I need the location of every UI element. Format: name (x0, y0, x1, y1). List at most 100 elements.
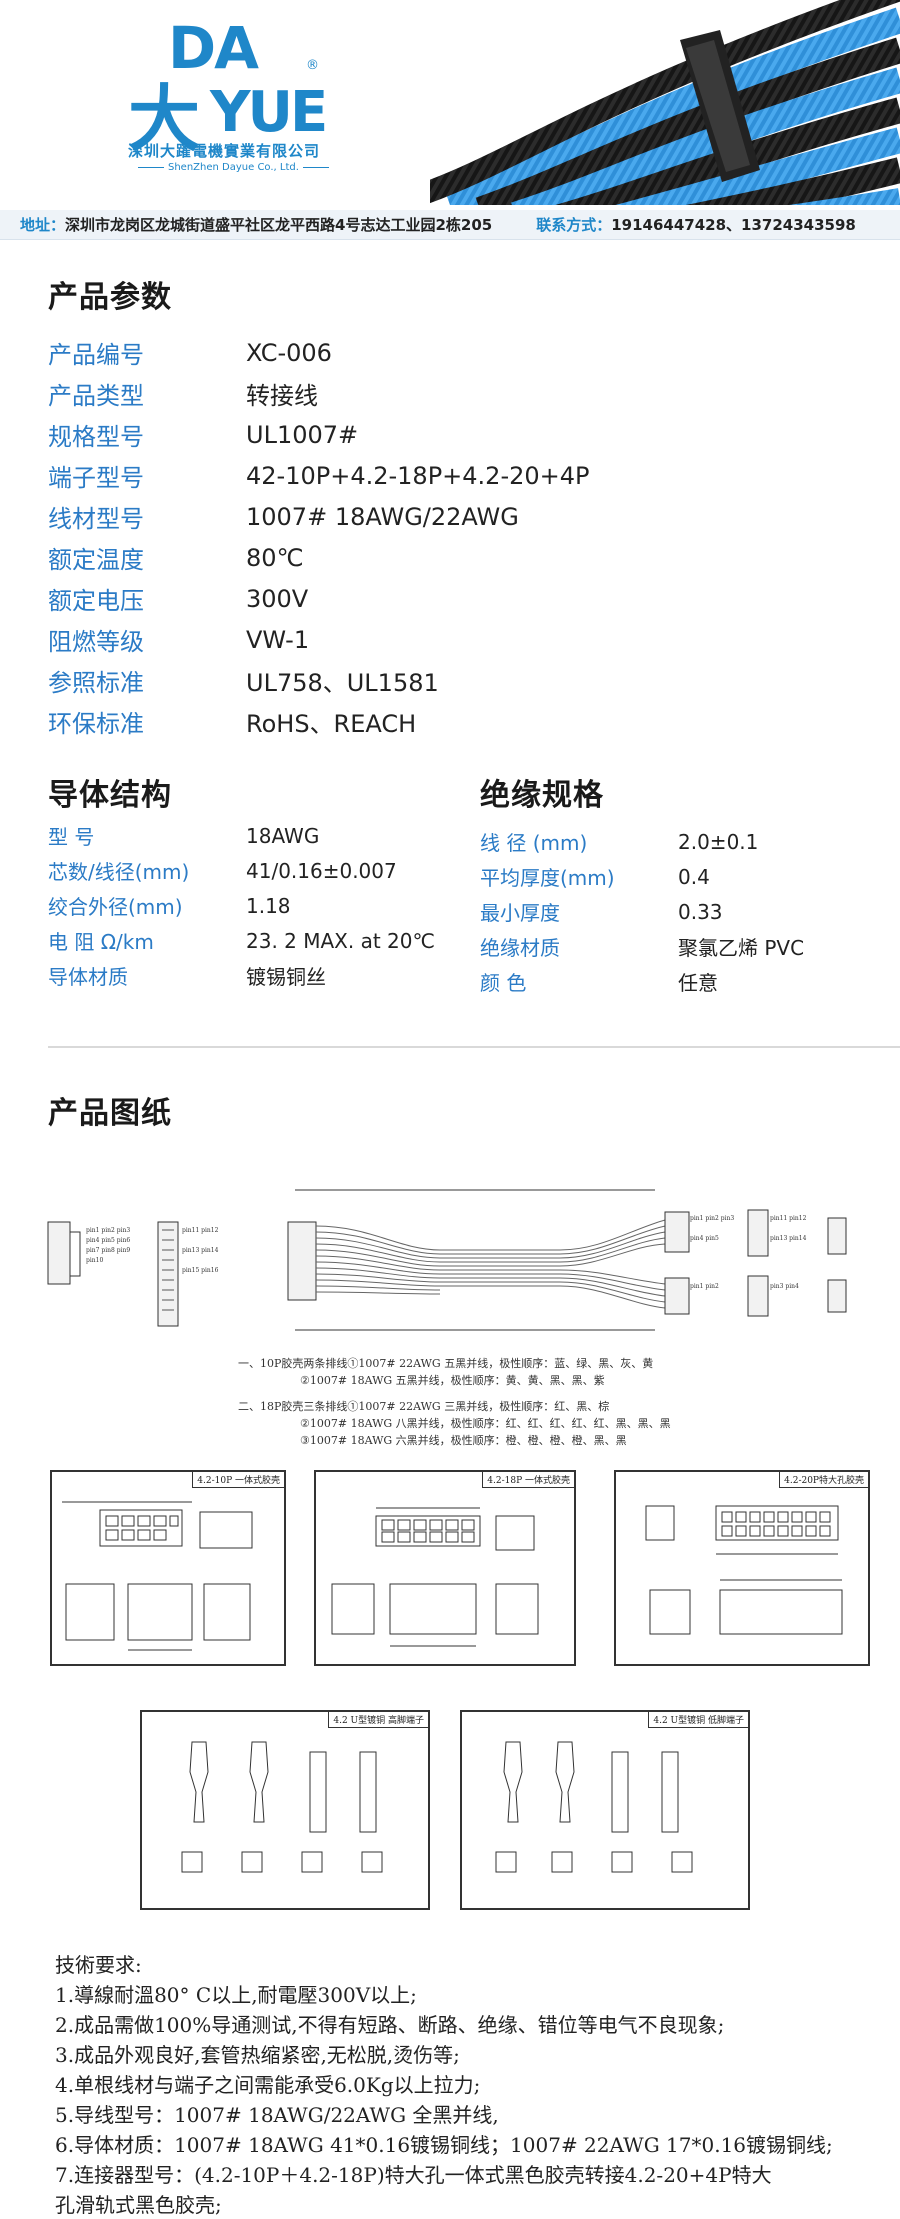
contact-label: 联系方式： (536, 216, 612, 234)
tech-item: 1.導線耐溫80° C以上,耐電壓300V以上; (55, 1983, 417, 2007)
insulation-value: 聚氯乙烯 PVC (678, 936, 805, 960)
tech-item: 孔滑轨式黑色胶壳; (55, 2193, 222, 2217)
conductor-key: 型 号 (48, 825, 95, 849)
param-row: 额定温度 80℃ (48, 537, 748, 578)
insulation-title: 绝缘规格 (480, 778, 604, 813)
param-value: UL758、UL1581 (246, 669, 439, 697)
param-value: 转接线 (246, 382, 318, 410)
panel-tag: 4.2 U型镀铜 高脚端子 (328, 1712, 428, 1728)
drawing-title: 产品图纸 (48, 1096, 172, 1131)
cable-photo (430, 0, 900, 205)
param-value: RoHS、REACH (246, 710, 417, 738)
tech-title: 技術要求: (55, 1953, 142, 1977)
tech-requirements: 技術要求: 1.導線耐溫80° C以上,耐電壓300V以上; 2.成品需做100… (55, 1950, 885, 2219)
terminal-high-drawing (181, 1741, 383, 1873)
param-value: 80℃ (246, 543, 304, 572)
conductor-value: 18AWG (246, 823, 320, 848)
address-bar: 地址： 深圳市龙岗区龙城街道盛平社区龙平西路4号志达工业园2栋205 联系方式：… (0, 210, 900, 240)
insulation-value: 0.4 (678, 864, 710, 889)
insulation-row: 最小厚度 0.33 (480, 894, 804, 929)
insulation-table: 线 径 (mm) 2.0±0.1 平均厚度(mm) 0.4 最小厚度 0.33 绝缘材… (480, 824, 804, 999)
drawing-note-1b: ②1007# 18AWG 五黑并线，极性顺序：黄、黄、黑、黑、紫 (300, 1374, 605, 1387)
housing-18p-drawing (331, 1507, 539, 1647)
address-label: 地址： (20, 216, 66, 234)
company-name-cn: 深圳大躍電機實業有限公司 (128, 142, 321, 160)
drawing-note-2c: ③1007# 18AWG 六黑并线，极性顺序：橙、橙、橙、橙、黑、黑 (300, 1434, 627, 1447)
brand-logo: DA ® 大 YUE 深圳大躍電機實業有限公司 ShenZhen Dayue C… (128, 14, 348, 173)
address-value: 深圳市龙岗区龙城街道盛平社区龙平西路4号志达工业园2栋205 (65, 216, 493, 234)
param-key: 阻燃等级 (48, 628, 144, 656)
logo-yue: YUE (210, 80, 328, 145)
conductor-key: 绞合外径(mm) (48, 895, 183, 919)
drawing-panel-10p: 4.2-10P 一体式胶壳 (50, 1470, 286, 1666)
insulation-value: 0.33 (678, 899, 723, 924)
param-key: 额定温度 (48, 546, 144, 574)
param-row: 产品类型转接线 (48, 373, 748, 414)
param-key: 规格型号 (48, 423, 144, 451)
insulation-key: 颜 色 (480, 971, 527, 995)
housing-20p-drawing (645, 1505, 843, 1635)
conductor-value: 镀锡铜丝 (246, 965, 326, 989)
conductor-value: 23. 2 MAX. at 20℃ (246, 928, 435, 953)
insulation-row: 线 径 (mm) 2.0±0.1 (480, 824, 804, 859)
param-value: XC-006 (246, 338, 332, 367)
conductor-row: 型 号 18AWG (48, 818, 435, 853)
housing-10p-drawing (62, 1501, 253, 1651)
tech-item: 3.成品外观良好,套管热缩紧密,无松脱,烫伤等; (55, 2043, 460, 2067)
insulation-key: 绝缘材质 (480, 936, 560, 960)
svg-text:pin11 pin12: pin11 pin12 (770, 1215, 807, 1222)
contact-value: 19146447428、13724343598 (611, 216, 856, 234)
conductor-title: 导体结构 (48, 778, 172, 813)
param-value: 300V (246, 584, 309, 613)
svg-text:pin4 pin5 pin6: pin4 pin5 pin6 (86, 1237, 130, 1244)
drawing-note-2: 二、18P胶壳三条排线①1007# 22AWG 三黑并线，极性顺序：红、黑、棕 (238, 1400, 610, 1413)
conductor-row: 绞合外径(mm) 1.18 (48, 888, 435, 923)
drawing-note-2b: ②1007# 18AWG 八黑并线，极性顺序：红、红、红、红、红、黑、黑、黑 (300, 1417, 671, 1430)
conductor-key: 芯数/线径(mm) (48, 860, 190, 884)
insulation-row: 颜 色 任意 (480, 964, 804, 999)
conductor-key: 导体材质 (48, 965, 128, 989)
svg-text:pin4 pin5: pin4 pin5 (690, 1235, 719, 1242)
panel-tag: 4.2 U型镀铜 低脚端子 (648, 1712, 748, 1728)
svg-text:pin10: pin10 (86, 1257, 103, 1264)
conductor-value: 41/0.16±0.007 (246, 858, 397, 883)
conductor-key: 电 阻 Ω/km (48, 930, 154, 954)
param-value: 42-10P+4.2-18P+4.2-20+4P (246, 461, 590, 490)
param-row: 阻燃等级 VW-1 (48, 619, 748, 660)
conductor-table: 型 号 18AWG 芯数/线径(mm) 41/0.16±0.007 绞合外径(mm)… (48, 818, 435, 993)
params-title: 产品参数 (48, 280, 172, 315)
panel-tag: 4.2-10P 一体式胶壳 (192, 1472, 284, 1488)
insulation-key: 平均厚度(mm) (480, 866, 615, 890)
insulation-key: 最小厚度 (480, 901, 560, 925)
company-name-en: ShenZhen Dayue Co., Ltd. (134, 162, 333, 173)
param-value: 1007# 18AWG/22AWG (246, 502, 519, 531)
insulation-value: 任意 (678, 971, 718, 995)
svg-text:pin11 pin12: pin11 pin12 (182, 1227, 219, 1234)
tech-item: 6.导体材质：1007# 18AWG 41*0.16镀锡铜线；1007# 22A… (55, 2133, 833, 2157)
tech-item: 7.连接器型号：(4.2-10P＋4.2-18P)特大孔一体式黑色胶壳转接4.2… (55, 2163, 772, 2187)
insulation-value: 2.0±0.1 (678, 829, 759, 854)
conductor-value: 1.18 (246, 893, 291, 918)
insulation-key: 线 径 (mm) (480, 831, 588, 855)
svg-text:pin7 pin8 pin9: pin7 pin8 pin9 (86, 1247, 130, 1254)
insulation-row: 绝缘材质 聚氯乙烯 PVC (480, 929, 804, 964)
conductor-row: 导体材质 镀锡铜丝 (48, 958, 435, 993)
svg-text:pin1 pin2 pin3: pin1 pin2 pin3 (690, 1215, 734, 1222)
insulation-row: 平均厚度(mm) 0.4 (480, 859, 804, 894)
drawing-note-1: 一、10P胶壳两条排线①1007# 22AWG 五黑并线，极性顺序：蓝、绿、黑、… (238, 1357, 654, 1370)
panel-tag: 4.2-20P特大孔胶壳 (779, 1472, 868, 1488)
svg-text:pin3 pin4: pin3 pin4 (770, 1283, 799, 1290)
tech-item: 5.导线型号：1007# 18AWG/22AWG 全黑并线, (55, 2103, 499, 2127)
registered-mark: ® (306, 58, 319, 73)
logo-char: 大 (128, 77, 201, 161)
param-value: VW-1 (246, 625, 310, 654)
svg-text:pin13 pin14: pin13 pin14 (770, 1235, 807, 1242)
